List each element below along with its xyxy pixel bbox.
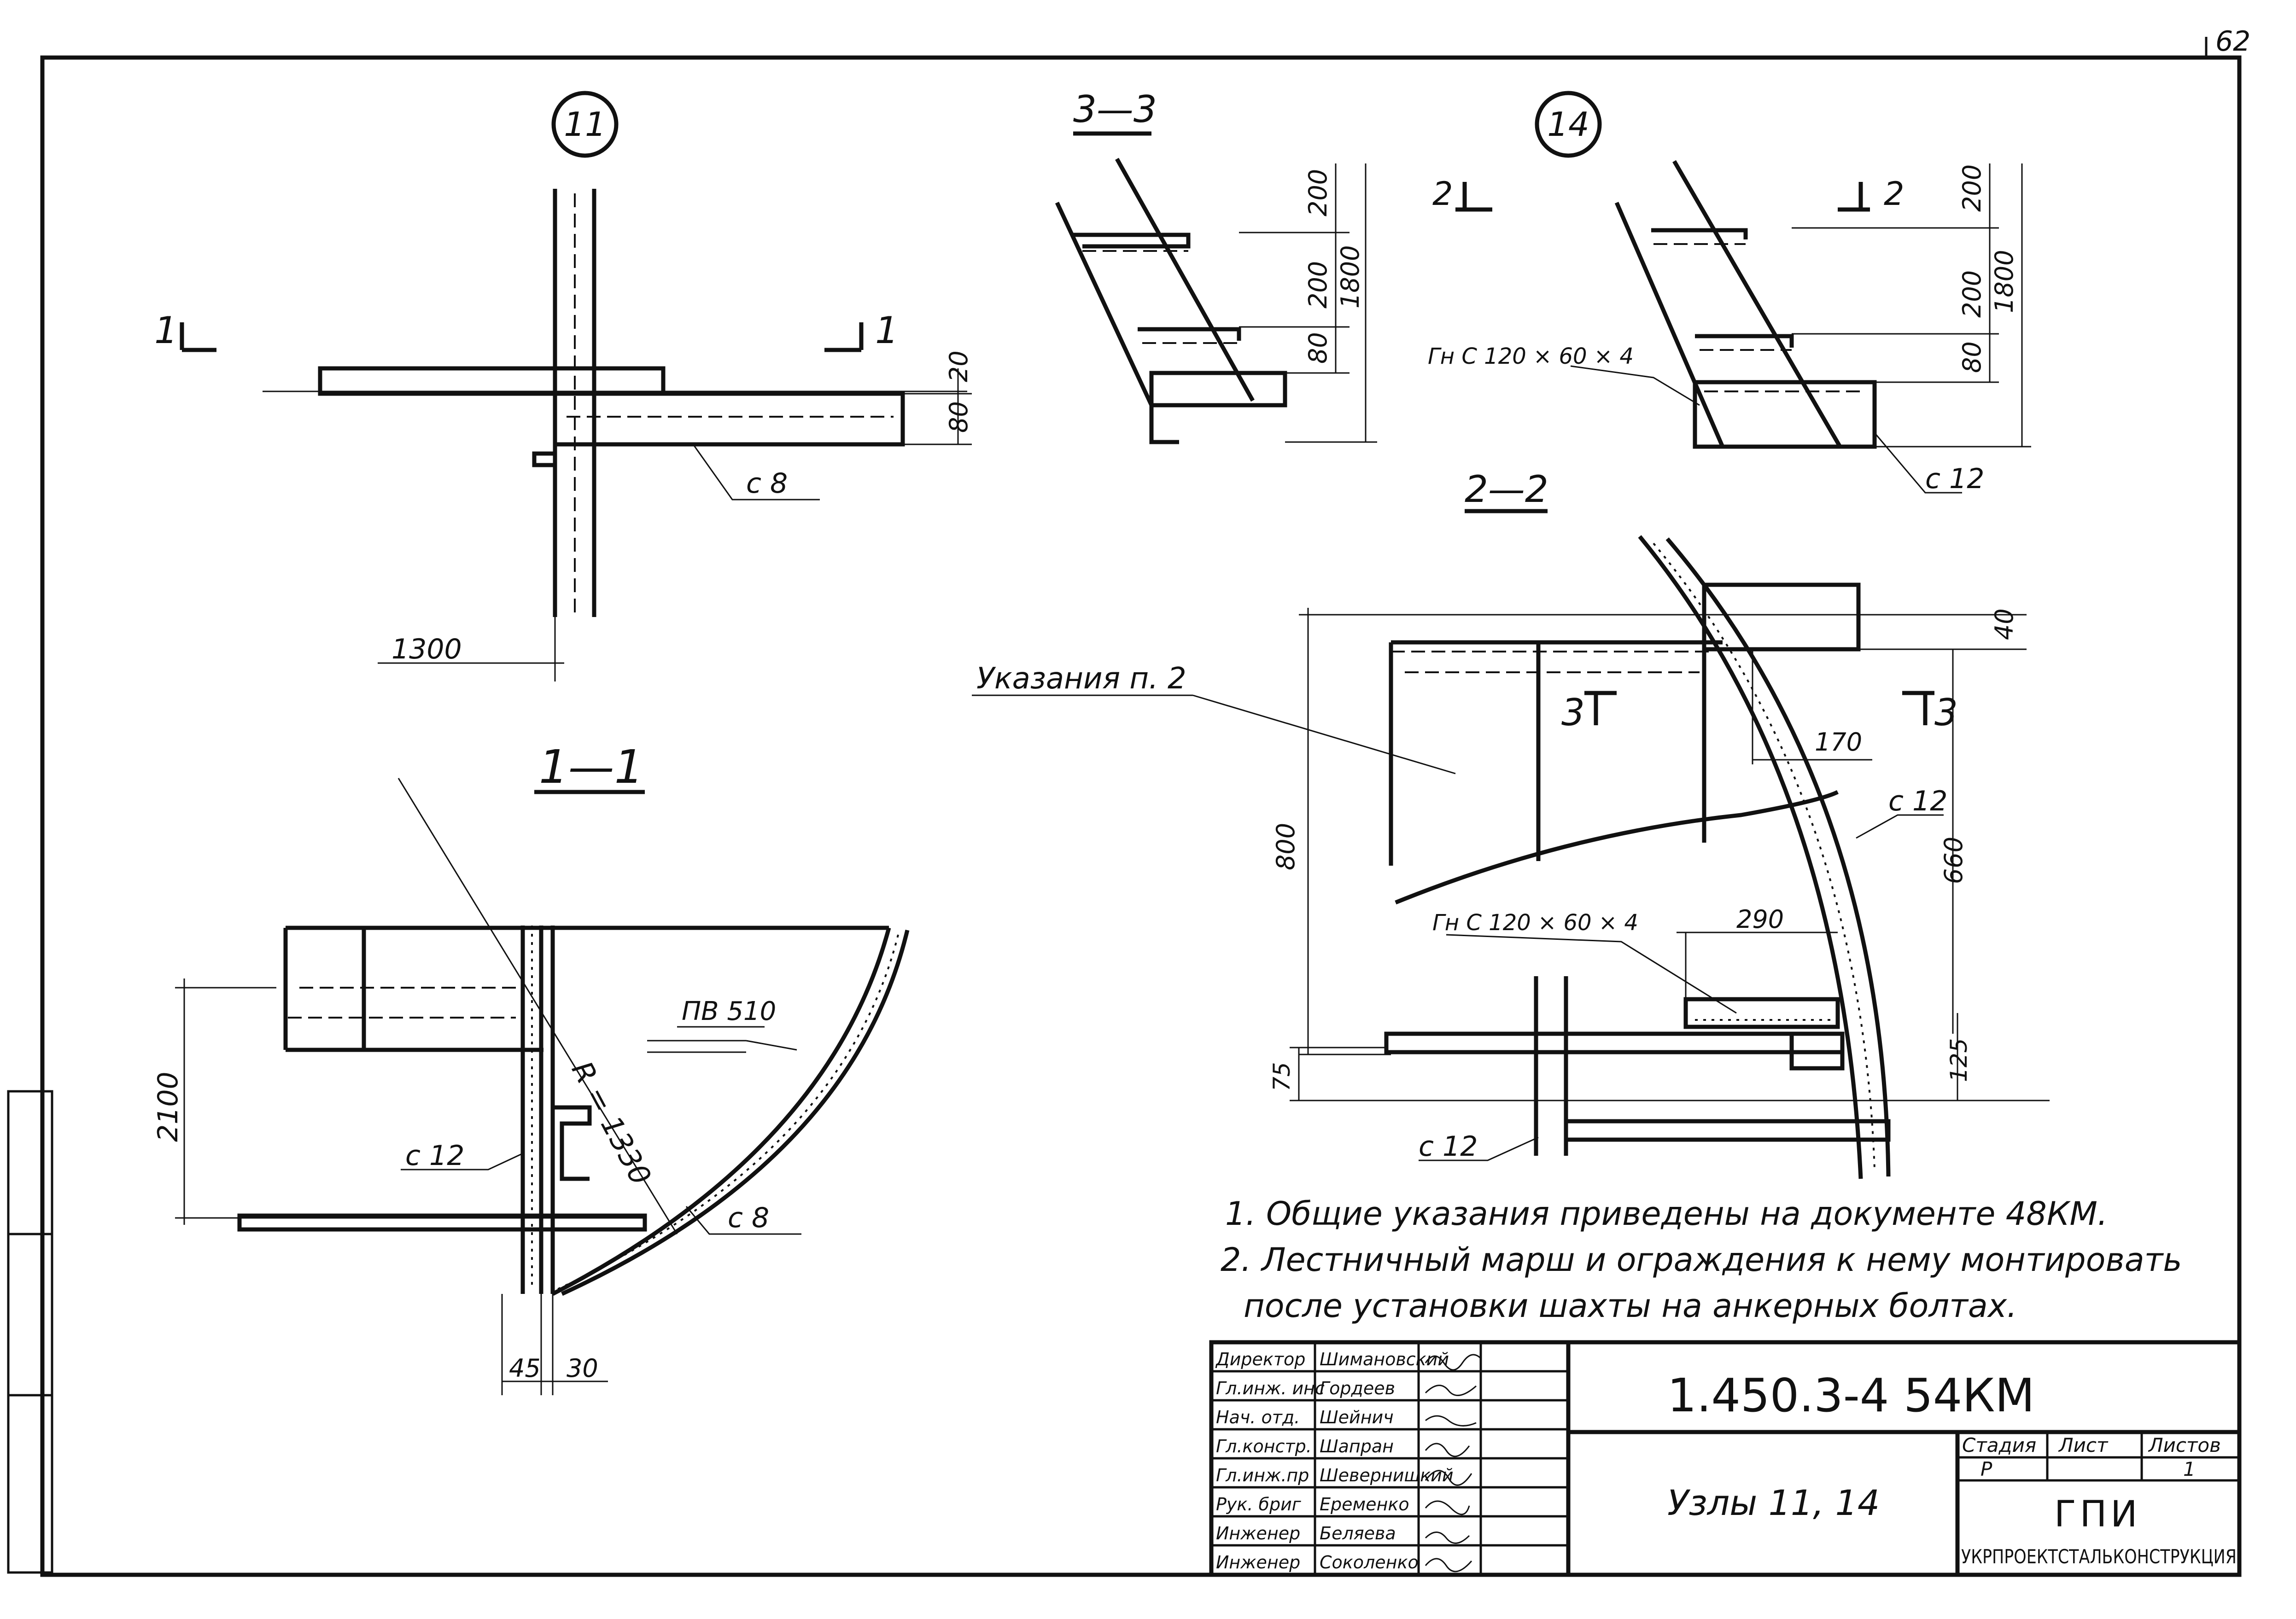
dim-1300: 1300 — [391, 633, 462, 665]
signatures — [1425, 1354, 1482, 1572]
note-3: после установки шахты на анкерных болтах… — [1244, 1287, 2017, 1325]
section-mark-2-left: 2 — [1432, 175, 1453, 213]
staff-role-3: Гл.констр. — [1216, 1436, 1312, 1456]
sheet-frame — [40, 55, 2242, 1577]
sheet-number: 62 — [2215, 25, 2250, 58]
dim-30: 30 — [567, 1354, 598, 1383]
dim-200-33b: 200 — [1303, 261, 1332, 309]
org-short: ГПИ — [2054, 1494, 2141, 1535]
dim-660: 660 — [1939, 837, 1968, 884]
label-c8-11: с 8 — [728, 1202, 769, 1234]
callout-node-14 — [1535, 91, 1602, 158]
callout-node-11-label: 11 — [564, 105, 606, 144]
dim-2100: 2100 — [152, 1072, 184, 1142]
stage-value: Р — [1981, 1458, 1992, 1480]
drawing-title: Узлы 11, 14 — [1667, 1482, 1880, 1523]
staff-role-4: Гл.инж.пр — [1216, 1465, 1309, 1485]
doc-code: 1.450.3-4 54КМ — [1667, 1369, 2035, 1422]
staff-name-4: Шевернишкий — [1320, 1465, 1454, 1485]
label-c12-bottom: с 12 — [1419, 1130, 1478, 1163]
staff-name-6: Беляева — [1320, 1523, 1396, 1543]
callout-node-14-label: 14 — [1547, 105, 1589, 144]
dim-80-14: 80 — [1957, 341, 1986, 373]
stage-header: Стадия — [1962, 1434, 2036, 1456]
org-full: УКРПРОЕКТСТАЛЬКОНСТРУКЦИЯ — [1961, 1545, 2237, 1568]
sheet-header: Лист — [2058, 1434, 2109, 1456]
section-mark-3-left: 3 — [1561, 691, 1585, 734]
staff-name-7: Соколенко — [1320, 1552, 1419, 1572]
dim-80-33: 80 — [1303, 332, 1332, 364]
dim-80-node11: 80 — [944, 401, 973, 433]
dim-290: 290 — [1736, 905, 1784, 934]
staff-role-2: Нач. отд. — [1216, 1407, 1300, 1427]
staff-role-0: Директор — [1215, 1349, 1305, 1369]
label-gns-22: Гн С 120 × 60 × 4 — [1432, 910, 1638, 936]
dim-1800-33: 1800 — [1336, 245, 1365, 309]
staff-name-0: Шимановский — [1320, 1349, 1449, 1369]
title-section-1-1: 1—1 — [539, 740, 643, 794]
staff-role-1: Гл.инж. инс — [1216, 1378, 1325, 1398]
dim-125: 125 — [1945, 1038, 1972, 1082]
label-gns-14: Гн С 120 × 60 × 4 — [1428, 344, 1634, 369]
section-mark-1-left: 1 — [154, 309, 178, 352]
note-2: 2. Лестничный марш и ограждения к нему м… — [1221, 1241, 2182, 1279]
staff-name-2: Шейнич — [1320, 1407, 1394, 1427]
label-c12-22: с 12 — [1888, 785, 1947, 817]
section-mark-1-right: 1 — [875, 309, 899, 352]
label-c12-14: с 12 — [1925, 463, 1984, 495]
dim-45: 45 — [509, 1354, 541, 1383]
staff-role-6: Инженер — [1216, 1523, 1300, 1543]
note-1: 1. Общие указания приведены на документе… — [1225, 1195, 2108, 1233]
staff-name-3: Шапран — [1320, 1436, 1394, 1456]
dim-170: 170 — [1815, 728, 1862, 757]
dim-1800-14: 1800 — [1990, 250, 2019, 313]
staff-name-1: Гордеев — [1320, 1378, 1395, 1398]
label-c8-node11: с 8 — [746, 467, 788, 500]
callout-node-11 — [551, 91, 619, 158]
dim-20: 20 — [944, 350, 973, 382]
label-c12-11: с 12 — [405, 1140, 464, 1172]
binding-strip — [7, 1090, 53, 1574]
sheets-header: Листов — [2148, 1434, 2221, 1456]
section-mark-2-right: 2 — [1884, 175, 1905, 213]
label-pv510: ПВ 510 — [682, 996, 776, 1026]
staff-name-5: Еременко — [1320, 1494, 1409, 1514]
dim-75: 75 — [1268, 1062, 1295, 1091]
title-section-2-2: 2—2 — [1465, 468, 1548, 511]
staff-role-5: Рук. бриг — [1216, 1494, 1302, 1514]
dim-200-33a: 200 — [1303, 169, 1332, 216]
staff-role-7: Инженер — [1216, 1552, 1300, 1572]
title-section-3-3: 3—3 — [1073, 88, 1157, 131]
dim-200-14b: 200 — [1957, 270, 1986, 318]
label-note-ref: Указания п. 2 — [976, 662, 1186, 696]
sheets-value: 1 — [2183, 1458, 2196, 1480]
dim-40: 40 — [1990, 608, 2019, 640]
section-mark-3-right: 3 — [1934, 691, 1958, 734]
dim-800: 800 — [1271, 823, 1300, 870]
dim-200-14a: 200 — [1957, 164, 1986, 212]
